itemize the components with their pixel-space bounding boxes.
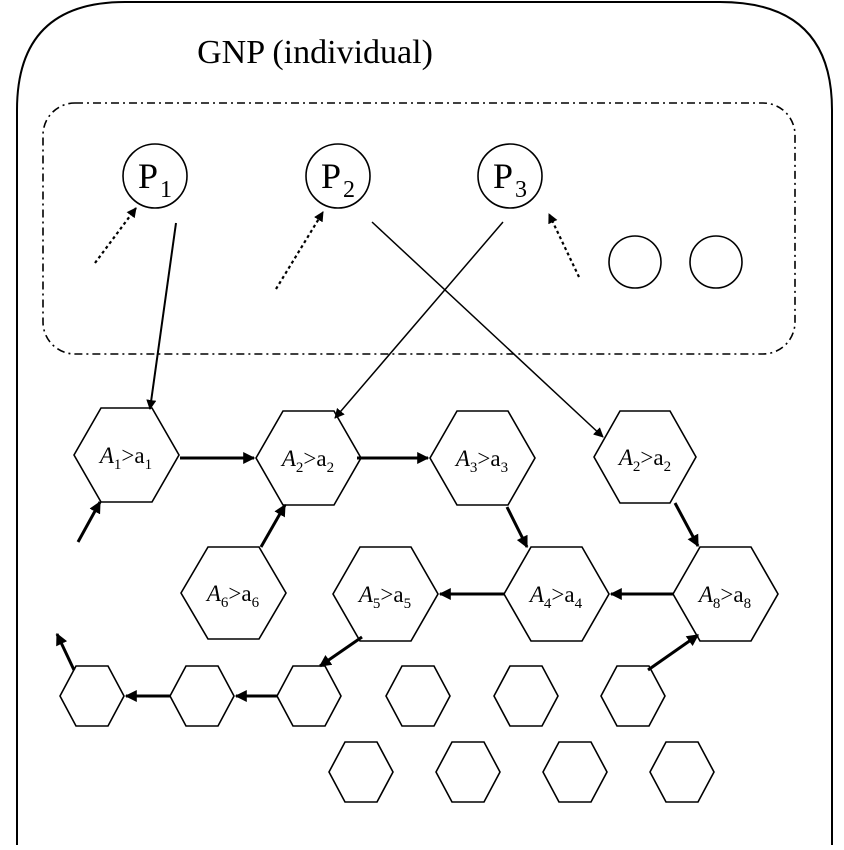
svg-text:P2: P2 bbox=[321, 156, 355, 203]
svg-text:P3: P3 bbox=[493, 156, 527, 203]
judgment-operator: > bbox=[380, 582, 393, 607]
judgment-node-small bbox=[435, 741, 501, 803]
judgment-operator: > bbox=[477, 446, 490, 471]
processing-node-subscript: 3 bbox=[515, 177, 527, 203]
processing-node-unlabeled bbox=[689, 235, 743, 289]
judgment-node-a2: A2>a2 bbox=[255, 410, 362, 506]
connection-small-outgoing bbox=[55, 632, 76, 671]
judgment-variable: A bbox=[697, 582, 714, 607]
judgment-variable: A bbox=[617, 445, 634, 470]
judgment-operator: > bbox=[303, 446, 316, 471]
connection-a5-to-small bbox=[319, 635, 363, 668]
svg-text:A2>a2: A2>a2 bbox=[280, 446, 334, 476]
judgment-variable: A bbox=[205, 581, 222, 606]
judgment-threshold-subscript: 2 bbox=[664, 459, 672, 475]
judgment-node-small bbox=[542, 741, 608, 803]
diagram-title: GNP (individual) bbox=[197, 34, 433, 71]
connection-small-to-a8 bbox=[647, 633, 699, 672]
svg-text:A8>a8: A8>a8 bbox=[697, 582, 751, 612]
individual-frame bbox=[16, 1, 833, 845]
processing-node-unlabeled bbox=[608, 235, 662, 289]
svg-text:A2>a2: A2>a2 bbox=[617, 445, 671, 475]
judgment-node-a8: A8>a8 bbox=[672, 546, 779, 642]
connection-p3-to-a2 bbox=[334, 221, 504, 419]
svg-text:A3>a3: A3>a3 bbox=[454, 446, 508, 476]
judgment-threshold: a bbox=[653, 445, 663, 470]
judgment-threshold-subscript: 8 bbox=[744, 596, 752, 612]
processing-node-p2: P2 bbox=[305, 143, 371, 209]
judgment-node-small bbox=[328, 741, 394, 803]
judgment-threshold: a bbox=[316, 446, 326, 471]
judgment-variable-subscript: 5 bbox=[373, 596, 381, 612]
processing-node-label: P bbox=[321, 156, 341, 196]
connection-a2-to-a8 bbox=[673, 502, 700, 548]
judgment-threshold-subscript: 3 bbox=[501, 460, 509, 476]
dotted-arrow bbox=[548, 213, 580, 278]
judgment-node-small bbox=[385, 665, 451, 727]
judgment-variable-subscript: 3 bbox=[470, 460, 478, 476]
judgment-threshold: a bbox=[134, 443, 144, 468]
processing-node-area bbox=[42, 102, 796, 355]
processing-node-p3: P3 bbox=[477, 143, 543, 209]
judgment-threshold-subscript: 5 bbox=[404, 596, 412, 612]
judgment-threshold: a bbox=[490, 446, 500, 471]
processing-node-p1: P1 bbox=[122, 143, 188, 209]
judgment-variable-subscript: 1 bbox=[114, 457, 122, 473]
connection-a3-to-a4 bbox=[505, 506, 529, 549]
judgment-node-a4: A4>a4 bbox=[503, 546, 610, 642]
judgment-threshold: a bbox=[733, 582, 743, 607]
dotted-arrow bbox=[94, 207, 137, 264]
judgment-threshold-subscript: 2 bbox=[327, 460, 335, 476]
judgment-node-small bbox=[169, 665, 235, 727]
judgment-node-small bbox=[59, 665, 125, 727]
connection-p1-to-a1 bbox=[146, 222, 177, 410]
judgment-threshold-subscript: 6 bbox=[252, 595, 260, 611]
judgment-operator: > bbox=[121, 443, 134, 468]
judgment-variable-subscript: 6 bbox=[221, 595, 229, 611]
judgment-threshold-subscript: 1 bbox=[145, 457, 153, 473]
judgment-operator: > bbox=[720, 582, 733, 607]
svg-text:A1>a1: A1>a1 bbox=[98, 443, 152, 473]
dotted-arrow bbox=[275, 211, 324, 290]
judgment-variable: A bbox=[357, 582, 374, 607]
judgment-variable-subscript: 4 bbox=[544, 596, 552, 612]
judgment-variable-subscript: 2 bbox=[633, 459, 641, 475]
judgment-node-small bbox=[649, 741, 715, 803]
judgment-node-small bbox=[276, 665, 342, 727]
processing-node-subscript: 2 bbox=[343, 177, 355, 203]
judgment-node-a5: A5>a5 bbox=[332, 546, 439, 642]
judgment-node-a6: A6>a6 bbox=[180, 546, 287, 640]
processing-node-label: P bbox=[493, 156, 513, 196]
judgment-operator: > bbox=[551, 582, 564, 607]
connection-a6-to-a2 bbox=[259, 503, 287, 548]
judgment-threshold-subscript: 4 bbox=[575, 596, 583, 612]
judgment-node-a2-second: A2>a2 bbox=[593, 410, 697, 504]
judgment-variable: A bbox=[280, 446, 297, 471]
judgment-variable: A bbox=[528, 582, 545, 607]
connection-p2-to-a2 bbox=[371, 221, 604, 438]
judgment-node-small bbox=[493, 665, 559, 727]
processing-node-subscript: 1 bbox=[160, 177, 172, 203]
judgment-variable: A bbox=[454, 446, 471, 471]
svg-text:A4>a4: A4>a4 bbox=[528, 582, 583, 612]
judgment-variable: A bbox=[98, 443, 115, 468]
svg-text:A5>a5: A5>a5 bbox=[357, 582, 411, 612]
judgment-variable-subscript: 8 bbox=[713, 596, 721, 612]
svg-text:P1: P1 bbox=[138, 156, 172, 203]
connection-incoming-to-a1 bbox=[76, 500, 102, 543]
judgment-node-a3: A3>a3 bbox=[429, 410, 536, 506]
processing-node-label: P bbox=[138, 156, 158, 196]
judgment-threshold: a bbox=[241, 581, 251, 606]
judgment-threshold: a bbox=[564, 582, 574, 607]
judgment-operator: > bbox=[640, 445, 653, 470]
judgment-node-small bbox=[600, 665, 666, 727]
judgment-node-a1: A1>a1 bbox=[73, 407, 180, 503]
svg-text:A6>a6: A6>a6 bbox=[205, 581, 260, 611]
judgment-threshold: a bbox=[393, 582, 403, 607]
judgment-variable-subscript: 2 bbox=[296, 460, 304, 476]
judgment-operator: > bbox=[228, 581, 241, 606]
